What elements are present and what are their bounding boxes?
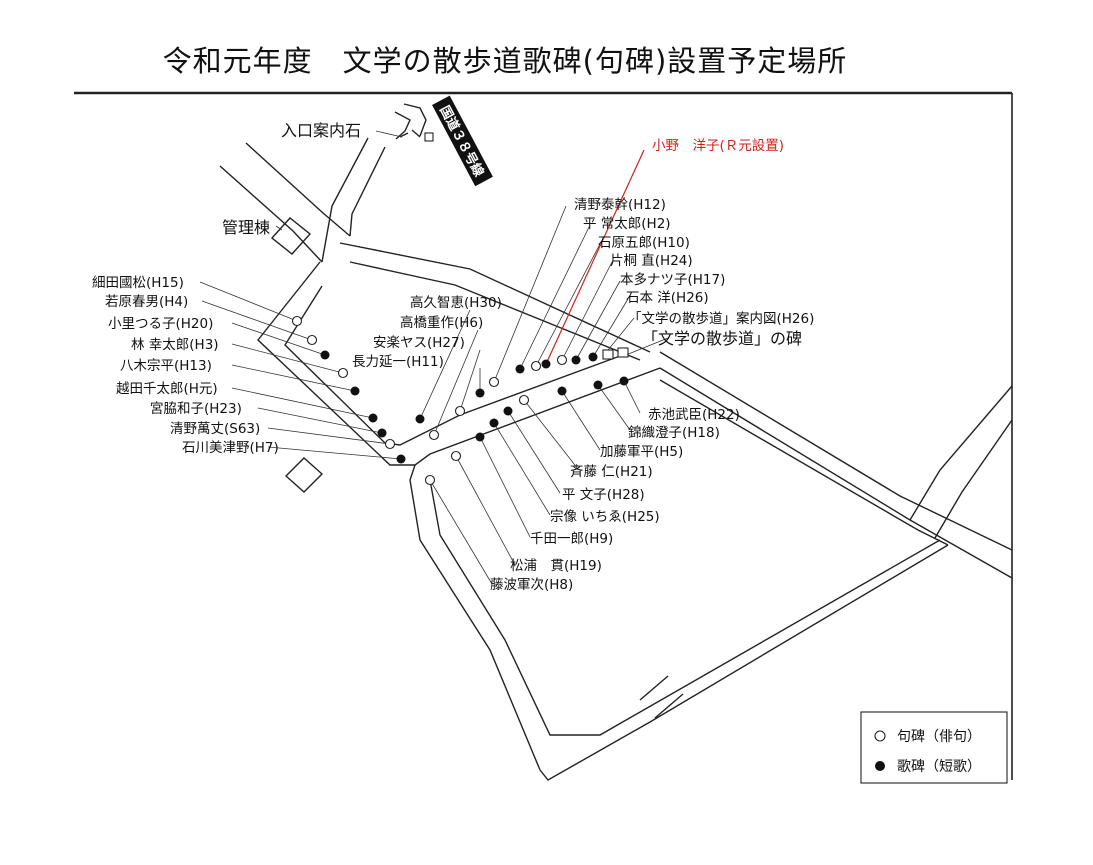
poet-label: 清野萬丈(S63)	[170, 421, 260, 437]
marker-tanka	[396, 454, 406, 464]
marker-tanka	[415, 414, 425, 424]
marker-tanka	[377, 428, 387, 438]
poet-label: 平 文子(H28)	[562, 487, 645, 503]
legend-tanka-label: 歌碑（短歌）	[897, 759, 981, 775]
legend-haiku-label: 句碑（俳句）	[897, 729, 981, 745]
marker-haiku	[530, 360, 542, 372]
marker-tanka	[475, 388, 485, 398]
legend-haiku-marker	[874, 730, 886, 742]
marker-haiku	[384, 438, 396, 450]
poet-label: 長力延一(H11)	[352, 354, 444, 370]
poet-label: 小里つる子(H20)	[108, 316, 213, 332]
poet-label: 加藤軍平(H5)	[600, 444, 683, 460]
poet-label: 千田一郎(H9)	[530, 531, 613, 547]
marker-haiku	[428, 429, 440, 441]
poet-label: 林 幸太郎(H3)	[131, 337, 219, 353]
small-building-shape	[284, 457, 324, 493]
marker-haiku	[291, 315, 303, 327]
marker-tanka	[475, 432, 485, 442]
poet-label: 高久智恵(H30)	[410, 294, 502, 311]
marker-tanka	[350, 386, 360, 396]
leader-lines	[199, 130, 669, 585]
marker-tanka	[588, 352, 598, 362]
poet-label: 松浦 貫(H19)	[510, 558, 602, 574]
poet-label: 細田國松(H15)	[92, 275, 184, 291]
poet-label: 石川美津野(H7)	[182, 440, 279, 456]
poet-label: 越田千太郎(H元)	[116, 381, 218, 397]
legend: 句碑（俳句） 歌碑（短歌）	[860, 711, 1008, 784]
red-leader-line	[545, 149, 645, 365]
poet-label: 赤池武臣(H22)	[648, 407, 740, 423]
poet-label: 本多ナツ子(H17)	[620, 271, 725, 288]
guide-map-marker	[602, 349, 614, 360]
marker-tanka	[571, 355, 581, 365]
marker-haiku	[556, 354, 568, 366]
poet-label: 斉藤 仁(H21)	[570, 464, 653, 480]
entrance-stone-label: 入口案内石	[281, 121, 361, 140]
admin-building-label: 管理棟	[222, 218, 270, 237]
poet-label: 錦織澄子(H18)	[628, 424, 720, 441]
page-title: 令和元年度 文学の散歩道歌碑(句碑)設置予定場所	[162, 44, 848, 78]
admin-building-shape	[270, 217, 312, 255]
route-sign: 国道３８号線	[432, 95, 493, 187]
marker-tanka	[489, 418, 499, 428]
marker-haiku	[454, 405, 466, 417]
marker-haiku	[424, 474, 436, 486]
marker-haiku	[337, 367, 349, 379]
marker-tanka	[541, 359, 551, 369]
marker-haiku	[450, 450, 462, 462]
marker-haiku	[518, 394, 530, 406]
poet-label: 八木宗平(H13)	[120, 358, 212, 374]
route-label: 国道３８号線	[436, 103, 487, 180]
entrance-stone-marker	[424, 132, 434, 142]
poet-label: 安楽ヤス(H27)	[373, 335, 465, 351]
poet-label: 石本 洋(H26)	[626, 290, 709, 306]
new-poet-label: 小野 洋子(Ｒ元設置)	[652, 138, 784, 154]
poet-label: 平 常太郎(H2)	[583, 216, 671, 232]
legend-tanka-marker	[875, 761, 885, 771]
marker-haiku	[306, 334, 318, 346]
poet-label: 石原五郎(H10)	[598, 235, 690, 251]
poet-label: 高橋重作(H6)	[400, 314, 483, 331]
guide-map-label: 「文学の散歩道」案内図(H26)	[628, 310, 814, 327]
labels: 入口案内石 管理棟 小野 洋子(Ｒ元設置) 細田國松(H15) 若原春男(H4)…	[92, 121, 814, 593]
marker-tanka	[503, 406, 513, 416]
monuments	[291, 132, 629, 486]
monument-marker	[617, 347, 629, 358]
poet-label: 宗像 いちゑ(H25)	[550, 509, 660, 525]
marker-tanka	[368, 413, 378, 423]
marker-tanka	[515, 364, 525, 374]
poet-label: 若原春男(H4)	[105, 294, 188, 310]
roads	[219, 103, 1013, 781]
marker-tanka	[593, 380, 603, 390]
marker-tanka	[619, 376, 629, 386]
poet-label: 清野泰幹(H12)	[574, 196, 666, 213]
marker-tanka	[320, 350, 330, 360]
marker-haiku	[488, 376, 500, 388]
poet-label: 藤波軍次(H8)	[490, 577, 573, 593]
marker-tanka	[557, 386, 567, 396]
poet-label: 片桐 直(H24)	[610, 253, 693, 269]
monument-label: 「文学の散歩道」の碑	[642, 329, 802, 348]
poet-label: 宮脇和子(H23)	[150, 401, 242, 417]
